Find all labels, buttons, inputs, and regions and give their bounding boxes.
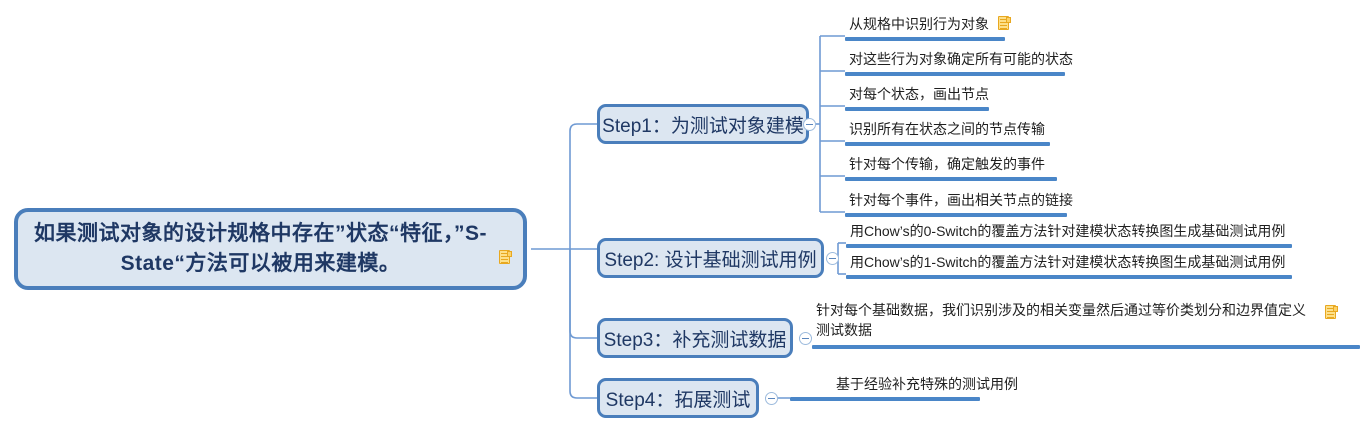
branch-node-step2-label: Step2: 设计基础测试用例 — [604, 249, 817, 271]
leaf-underline — [845, 37, 1005, 41]
leaf-label: 用Chow’s的1-Switch的覆盖方法针对建模状态转换图生成基础测试用例 — [850, 254, 1286, 270]
leaf-label: 用Chow’s的0-Switch的覆盖方法针对建模状态转换图生成基础测试用例 — [850, 223, 1286, 239]
leaf-underline — [845, 107, 989, 111]
collapse-minus-icon-step4[interactable] — [765, 392, 778, 405]
leaf-label: 对每个状态，画出节点 — [849, 86, 989, 102]
leaf-underline — [812, 345, 1360, 349]
leaf-underline — [845, 142, 1050, 146]
branch-node-step1-label: Step1：为测试对象建模 — [602, 115, 804, 137]
leaf-label: 对这些行为对象确定所有可能的状态 — [849, 51, 1073, 67]
collapse-minus-icon-step1[interactable] — [803, 118, 816, 131]
leaf-item: 基于经验补充特殊的测试用例 — [790, 374, 1022, 401]
branch-node-step3-label: Step3：补充测试数据 — [603, 329, 787, 351]
leaf-underline — [845, 213, 1067, 217]
branch-node-step2[interactable]: Step2: 设计基础测试用例 — [597, 238, 824, 278]
leaf-item: 识别所有在状态之间的节点传输 — [845, 119, 1050, 146]
note-document-icon[interactable] — [499, 250, 512, 266]
note-document-icon[interactable] — [1325, 305, 1338, 321]
leaf-item: 对每个状态，画出节点 — [845, 84, 993, 111]
leaf-underline — [846, 275, 1292, 279]
leaf-label: 针对每个基础数据，我们识别涉及的相关变量然后通过等价类划分和边界值定义测试数据 — [816, 302, 1306, 338]
leaf-item: 从规格中识别行为对象 — [845, 14, 1011, 41]
leaf-item: 对这些行为对象确定所有可能的状态 — [845, 49, 1077, 76]
leaf-underline — [790, 397, 980, 401]
root-node[interactable]: 如果测试对象的设计规格中存在”状态“特征，”S-State“方法可以被用来建模。 — [14, 208, 527, 290]
leaf-label: 识别所有在状态之间的节点传输 — [849, 121, 1045, 137]
branch-node-step4-label: Step4：拓展测试 — [605, 389, 751, 411]
note-document-icon[interactable] — [998, 16, 1011, 32]
leaf-underline — [845, 177, 1057, 181]
leaf-label: 针对每个传输，确定触发的事件 — [849, 156, 1045, 172]
leaf-label: 针对每个事件，画出相关节点的链接 — [849, 192, 1073, 208]
leaf-label: 从规格中识别行为对象 — [849, 16, 989, 32]
branch-node-step4[interactable]: Step4：拓展测试 — [597, 378, 759, 418]
leaf-item: 针对每个基础数据，我们识别涉及的相关变量然后通过等价类划分和边界值定义测试数据 — [812, 300, 1360, 349]
branch-node-step3[interactable]: Step3：补充测试数据 — [597, 318, 793, 358]
branch-node-step1[interactable]: Step1：为测试对象建模 — [597, 104, 809, 144]
leaf-item: 针对每个事件，画出相关节点的链接 — [845, 190, 1077, 217]
leaf-label: 基于经验补充特殊的测试用例 — [836, 376, 1018, 392]
leaf-item: 用Chow’s的0-Switch的覆盖方法针对建模状态转换图生成基础测试用例 — [846, 221, 1292, 248]
leaf-underline — [845, 72, 1065, 76]
collapse-minus-icon-step2[interactable] — [826, 252, 839, 265]
leaf-item: 针对每个传输，确定触发的事件 — [845, 154, 1057, 181]
root-node-label: 如果测试对象的设计规格中存在”状态“特征，”S-State“方法可以被用来建模。 — [34, 222, 487, 275]
collapse-minus-icon-step3[interactable] — [799, 332, 812, 345]
leaf-item: 用Chow’s的1-Switch的覆盖方法针对建模状态转换图生成基础测试用例 — [846, 252, 1292, 279]
leaf-underline — [846, 244, 1292, 248]
